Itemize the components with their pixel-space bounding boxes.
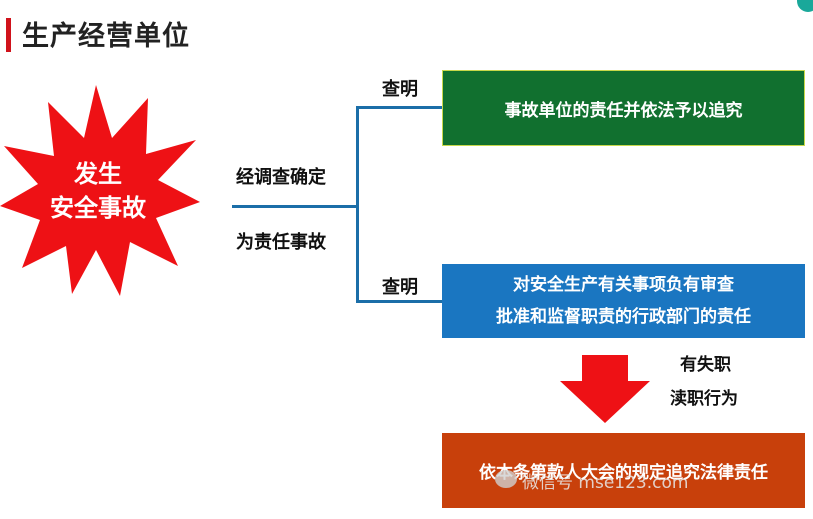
- connector-vertical: [356, 106, 359, 303]
- corner-decoration: [797, 0, 813, 12]
- explosion-burst-icon: [0, 85, 200, 296]
- burst-text: 发生 安全事故: [28, 157, 168, 225]
- box-bottom-text: 依本条第款人大会的规定追究法律责任: [479, 463, 768, 483]
- box-middle-line-2: 批准和监督职责的行政部门的责任: [496, 307, 751, 327]
- page-title: 生产经营单位: [22, 21, 190, 52]
- title-accent-bar: [6, 18, 11, 52]
- connector-horizontal: [232, 205, 358, 208]
- burst-line-1: 发生: [74, 160, 122, 188]
- middle-label-2: 为责任事故: [236, 232, 326, 253]
- down-arrow-icon: [560, 355, 650, 423]
- box-bottom: 依本条第款人大会的规定追究法律责任: [442, 433, 805, 508]
- arrow-note-1: 有失职: [680, 355, 731, 375]
- branch-top-label: 查明: [382, 79, 418, 100]
- middle-label-1: 经调查确定: [236, 167, 326, 188]
- burst-line-2: 安全事故: [50, 194, 146, 222]
- branch-bottom-label: 查明: [382, 277, 418, 298]
- box-middle: 对安全生产有关事项负有审查 批准和监督职责的行政部门的责任: [442, 264, 805, 338]
- connector-top-branch: [356, 106, 442, 109]
- watermark-text: 微信号 mse123.com: [522, 473, 689, 493]
- box-top-text: 事故单位的责任并依法予以追究: [504, 100, 743, 121]
- arrow-note-2: 渎职行为: [670, 389, 738, 409]
- box-middle-line-1: 对安全生产有关事项负有审查: [513, 275, 734, 295]
- box-top: 事故单位的责任并依法予以追究: [442, 70, 805, 146]
- connector-bottom-branch: [356, 300, 442, 303]
- wechat-watermark-icon: [495, 470, 517, 488]
